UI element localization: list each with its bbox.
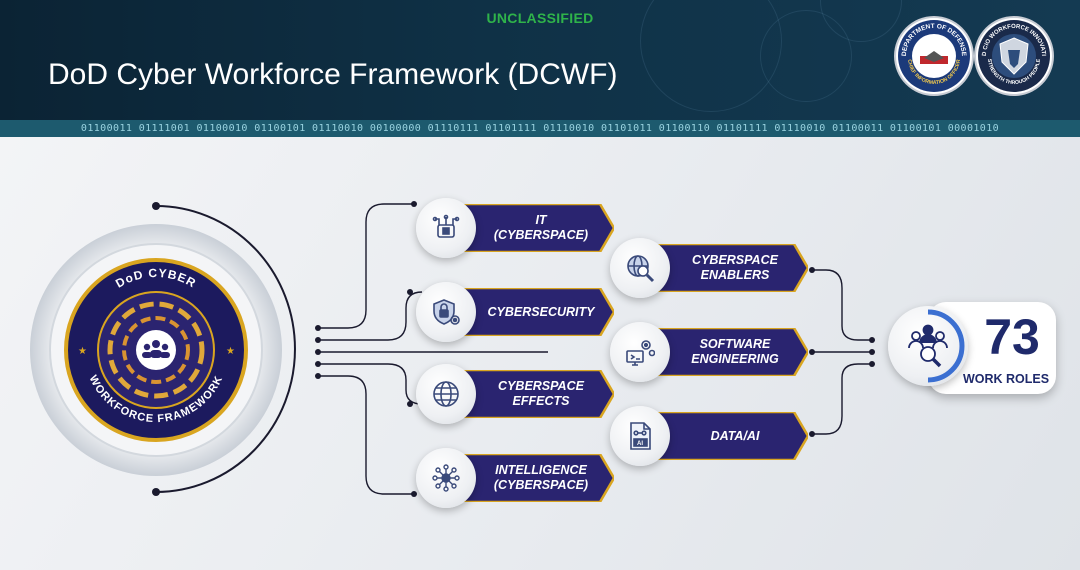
node-banner: SOFTWARE ENGINEERING bbox=[658, 328, 808, 376]
header-bar: UNCLASSIFIED DoD Cyber Workforce Framewo… bbox=[0, 0, 1080, 120]
workforce-innovation-seal: DOD CIO WORKFORCE INNOVATION STRENGTH TH… bbox=[976, 18, 1052, 94]
people-magnifier-icon bbox=[888, 306, 968, 386]
ai-document-icon: AI bbox=[610, 406, 670, 466]
decor-circle bbox=[760, 10, 852, 102]
work-roles-count: 73 bbox=[984, 309, 1040, 365]
node-data-ai[interactable]: AI DATA/AI bbox=[610, 406, 810, 466]
page-title: DoD Cyber Workforce Framework (DCWF) bbox=[48, 58, 618, 91]
node-banner: IT (CYBERSPACE) bbox=[464, 204, 614, 252]
dod-cio-seal: DEPARTMENT OF DEFENSE CHIEF INFORMATION … bbox=[896, 18, 972, 94]
node-label: IT (CYBERSPACE) bbox=[493, 213, 589, 242]
node-label: CYBERSPACE ENABLERS bbox=[692, 253, 778, 282]
node-intelligence-cyberspace[interactable]: INTELLIGENCE (CYBERSPACE) bbox=[416, 448, 616, 508]
node-banner: CYBERSPACE EFFECTS bbox=[464, 370, 614, 418]
globe-icon bbox=[416, 364, 476, 424]
node-label: DATA/AI bbox=[710, 428, 760, 443]
node-banner: DATA/AI bbox=[658, 412, 808, 460]
node-banner: INTELLIGENCE (CYBERSPACE) bbox=[464, 454, 614, 502]
binary-strip: 01100011 01111001 01100010 01100101 0111… bbox=[0, 120, 1080, 137]
node-software-engineering[interactable]: SOFTWARE ENGINEERING bbox=[610, 322, 810, 382]
globe-magnifier-icon bbox=[610, 238, 670, 298]
node-label: CYBERSECURITY bbox=[487, 304, 595, 319]
network-monitor-icon bbox=[416, 198, 476, 258]
node-cyberspace-effects[interactable]: CYBERSPACE EFFECTS bbox=[416, 364, 616, 424]
node-it-cyberspace[interactable]: IT (CYBERSPACE) bbox=[416, 198, 616, 258]
work-roles-label: WORK ROLES bbox=[962, 372, 1050, 386]
node-cyberspace-enablers[interactable]: CYBERSPACE ENABLERS bbox=[610, 238, 810, 298]
node-label: CYBERSPACE EFFECTS bbox=[498, 379, 584, 408]
node-label: SOFTWARE ENGINEERING bbox=[691, 337, 779, 366]
shield-lock-gear-icon bbox=[416, 282, 476, 342]
node-banner: CYBERSECURITY bbox=[464, 288, 614, 336]
svg-text:AI: AI bbox=[637, 441, 643, 447]
node-label: INTELLIGENCE (CYBERSPACE) bbox=[493, 463, 589, 492]
node-banner: CYBERSPACE ENABLERS bbox=[658, 244, 808, 292]
network-nodes-icon bbox=[416, 448, 476, 508]
classification-banner: UNCLASSIFIED bbox=[486, 10, 594, 26]
monitor-gears-icon bbox=[610, 322, 670, 382]
node-cybersecurity[interactable]: CYBERSECURITY bbox=[416, 282, 616, 342]
